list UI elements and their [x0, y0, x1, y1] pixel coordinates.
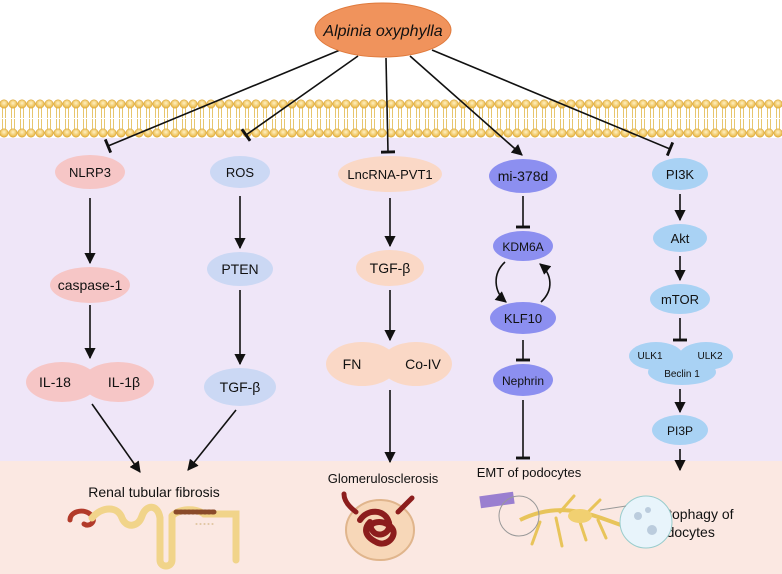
source-node: Alpinia oxyphylla [314, 2, 452, 58]
node-klf10: KLF10 [504, 311, 542, 326]
outcome-glomerulosclerosis: Glomerulosclerosis [328, 471, 439, 486]
connector-src-p3 [380, 57, 396, 154]
connector-p1-c [91, 403, 141, 473]
connectors [84, 49, 688, 473]
node-kdm6a: KDM6A [502, 240, 543, 254]
node-akt: Akt [671, 231, 690, 246]
node-nephrin: Nephrin [502, 374, 544, 388]
glomerulus-illustration [341, 491, 415, 561]
node-ulk1: ULK1 [637, 351, 662, 362]
node-fn: FN [343, 356, 362, 372]
node-pi3p: PI3P [667, 424, 693, 438]
connector-src-p4 [409, 55, 523, 156]
pathway-5: PI3K Akt mTOR ULK1 ULK2 Beclin 1 PI3P [629, 158, 733, 445]
pathway-4: mi-378d KDM6A KLF10 Nephrin [489, 159, 557, 396]
pathway-1: NLRP3 caspase-1 IL-18 IL-1β [26, 155, 154, 402]
node-caspase-1: caspase-1 [58, 277, 123, 293]
node-mi-378d: mi-378d [498, 168, 549, 184]
node-tgf-b-2: TGF-β [220, 379, 261, 395]
node-mtor: mTOR [661, 292, 699, 307]
connector-src-p1 [103, 49, 341, 154]
pathway-3: LncRNA-PVT1 TGF-β FN Co-IV [326, 156, 452, 386]
cell-membrane [0, 99, 782, 138]
connector-cycle-down [494, 261, 507, 303]
node-ulk2: ULK2 [697, 351, 722, 362]
node-pi3k: PI3K [666, 167, 695, 182]
source-label: Alpinia oxyphylla [322, 23, 442, 40]
node-pten: PTEN [221, 261, 258, 277]
node-il-18: IL-18 [39, 374, 71, 390]
node-beclin-1: Beclin 1 [664, 369, 700, 380]
node-lncrna-pvt1: LncRNA-PVT1 [347, 167, 432, 182]
renal-tubule-illustration [67, 503, 240, 570]
connector-p2-c [187, 409, 237, 471]
connector-src-p5 [431, 49, 675, 157]
connector-src-p2 [240, 55, 359, 142]
node-nlrp3: NLRP3 [69, 165, 111, 180]
node-ros: ROS [226, 165, 255, 180]
outcome-renal-tubular-fibrosis: Renal tubular fibrosis [88, 484, 220, 500]
pathway-2: ROS PTEN TGF-β [204, 156, 276, 406]
outcome-emt-of-podocytes: EMT of podocytes [477, 465, 582, 480]
connector-cycle-up [539, 263, 552, 303]
podocyte-illustration [479, 491, 673, 549]
node-il-1b: IL-1β [108, 374, 140, 390]
node-co-iv: Co-IV [405, 356, 441, 372]
node-tgf-b-3: TGF-β [370, 260, 411, 276]
